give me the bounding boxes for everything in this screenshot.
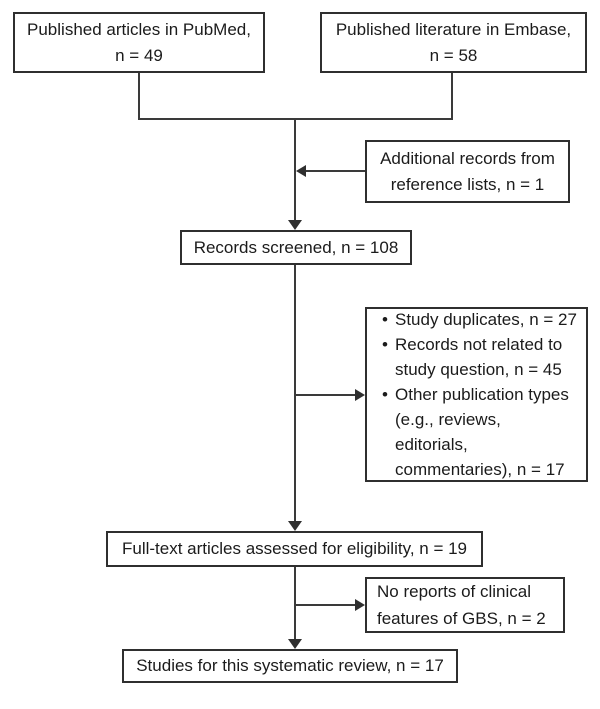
fulltext-assessed-label: Full-text articles assessed for eligibil… — [121, 539, 468, 558]
excluded-gbs-label: No reports of clinical features of GBS, … — [377, 582, 546, 628]
connector-pubmed-down — [138, 73, 140, 119]
records-screened-label: Records screened, n = 108 — [193, 237, 399, 257]
additional-records-label: Additional records from reference lists,… — [380, 148, 555, 194]
box-included-studies: Studies for this systematic review, n = … — [122, 649, 458, 683]
box-exclusion-reasons: Study duplicates, n = 27 Records not rel… — [365, 307, 588, 482]
arrowhead-down-icon — [288, 220, 302, 230]
connector-exclusions-out — [295, 394, 355, 396]
box-records-screened: Records screened, n = 108 — [180, 230, 412, 265]
included-studies-label: Studies for this systematic review, n = … — [136, 656, 444, 675]
box-excluded-gbs: No reports of clinical features of GBS, … — [365, 577, 565, 633]
exclusion-item-other-types: Other publication types (e.g., reviews, … — [382, 382, 578, 482]
connector-stem-3 — [294, 567, 296, 639]
arrowhead-right-icon — [355, 599, 365, 611]
pubmed-source-label: Published articles in PubMed, n = 49 — [27, 19, 251, 65]
arrowhead-down-icon — [288, 521, 302, 531]
box-fulltext-assessed: Full-text articles assessed for eligibil… — [106, 531, 483, 567]
exclusion-item-duplicates: Study duplicates, n = 27 — [382, 307, 578, 332]
connector-stem-1 — [294, 118, 296, 220]
box-additional-records: Additional records from reference lists,… — [365, 140, 570, 203]
arrowhead-down-icon — [288, 639, 302, 649]
connector-excluded-out — [295, 604, 355, 606]
exclusion-list: Study duplicates, n = 27 Records not rel… — [382, 307, 578, 482]
arrowhead-right-icon — [355, 389, 365, 401]
connector-additional-in — [306, 170, 365, 172]
box-pubmed-source: Published articles in PubMed, n = 49 — [13, 12, 265, 73]
embase-source-label: Published literature in Embase, n = 58 — [335, 19, 572, 65]
arrowhead-left-icon — [296, 165, 306, 177]
connector-embase-down — [451, 73, 453, 119]
box-embase-source: Published literature in Embase, n = 58 — [320, 12, 587, 73]
exclusion-item-not-related: Records not related to study question, n… — [382, 332, 578, 382]
connector-stem-2 — [294, 265, 296, 521]
